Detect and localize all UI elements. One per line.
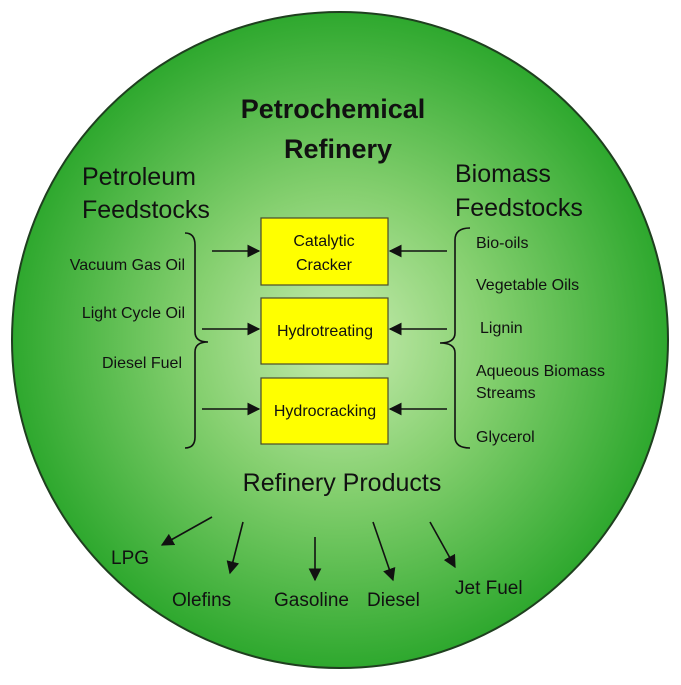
arrow-to-lpg: [160, 516, 213, 546]
petroleum-brace: [184, 232, 209, 449]
product-lpg: LPG: [111, 548, 149, 569]
process-box-catalytic-cracker: [260, 217, 389, 286]
product-olefins: Olefins: [172, 590, 231, 611]
petroleum-item-vacuum-gas-oil: Vacuum Gas Oil: [70, 257, 185, 274]
petroleum-heading-line-2: Feedstocks: [82, 196, 210, 224]
product-gasoline: Gasoline: [274, 590, 349, 611]
process-box-hydrotreating: [260, 297, 389, 365]
biomass-item-aqueous-line-1: Aqueous Biomass: [476, 363, 605, 380]
petroleum-item-diesel-fuel: Diesel Fuel: [102, 355, 182, 372]
products-heading: Refinery Products: [243, 469, 442, 497]
process-label-catalytic: Catalytic: [293, 233, 354, 250]
arrow-to-olefins: [226, 521, 244, 575]
biomass-brace: [439, 227, 471, 449]
product-diesel: Diesel: [367, 590, 420, 611]
title-line-1: Petrochemical: [241, 94, 426, 124]
process-label-cracker: Cracker: [296, 257, 353, 274]
arrow-to-jet-fuel: [429, 521, 456, 569]
process-box-hydrocracking: [260, 377, 389, 445]
biomass-item-vegetable-oils: Vegetable Oils: [476, 277, 579, 294]
petroleum-item-light-cycle-oil: Light Cycle Oil: [82, 305, 185, 322]
biomass-heading-line-2: Feedstocks: [455, 194, 583, 222]
biomass-item-aqueous-line-2: Streams: [476, 385, 536, 402]
process-label-hydrocracking: Hydrocracking: [274, 403, 376, 420]
biomass-heading-line-1: Biomass: [455, 160, 551, 188]
biomass-item-bio-oils: Bio-oils: [476, 235, 528, 252]
biomass-item-glycerol: Glycerol: [476, 429, 535, 446]
arrow-to-diesel: [372, 521, 396, 582]
process-label-hydrotreating: Hydrotreating: [277, 323, 373, 340]
petroleum-heading-line-1: Petroleum: [82, 163, 196, 191]
biomass-item-lignin: Lignin: [480, 320, 523, 337]
title-line-2: Refinery: [284, 134, 392, 164]
product-jet-fuel: Jet Fuel: [455, 578, 523, 599]
